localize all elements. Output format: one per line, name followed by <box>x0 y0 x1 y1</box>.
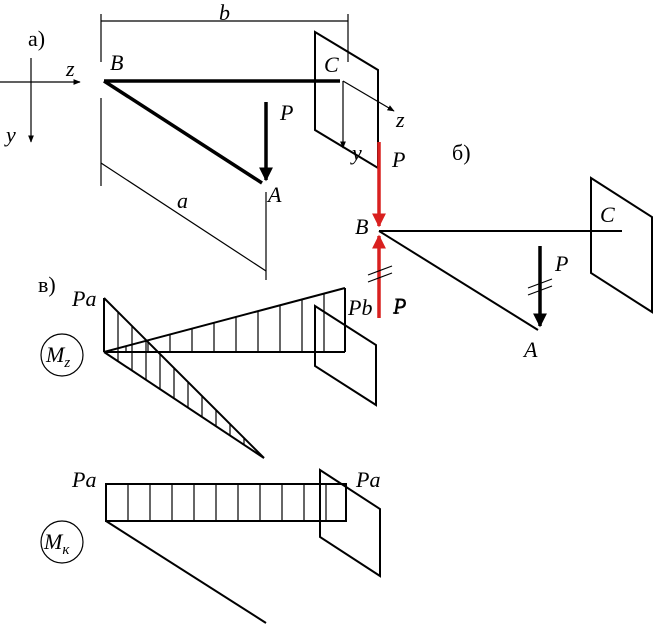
label-a-point-b: A <box>522 337 538 362</box>
mz-pa-boundary <box>103 297 265 459</box>
label-y-c: y <box>350 140 362 165</box>
part-b-diagram <box>367 142 653 331</box>
label-c-point-a: C <box>324 52 339 77</box>
mz-label-circle <box>40 333 84 377</box>
label-a-point-a: A <box>266 182 282 207</box>
label-p-bottom-red: P <box>392 294 406 319</box>
mk-rectangle <box>105 483 347 522</box>
mz-axis-ba <box>103 351 265 459</box>
tick-red-1 <box>367 265 393 276</box>
tick-p-1 <box>527 278 553 289</box>
dim-a-line <box>100 162 267 272</box>
mz-pb-boundary <box>103 287 346 353</box>
label-z-c: z <box>395 107 405 132</box>
wall-c-mz <box>314 304 377 407</box>
label-mz-m: Mz <box>45 342 70 371</box>
label-b-point-a: B <box>110 50 123 75</box>
label-p-top-red: P <box>391 147 405 172</box>
mk-label-circle <box>40 520 84 564</box>
wall-c-mk <box>319 468 381 578</box>
label-p-a: P <box>279 100 293 125</box>
label-pa-mk-left: Pa <box>71 467 96 492</box>
label-c-point-b: C <box>600 202 615 227</box>
mk-axis-ba <box>105 520 267 624</box>
label-pb-mz: Pb <box>347 295 372 320</box>
tick-p-2 <box>527 285 553 296</box>
mk-diagram <box>40 468 381 624</box>
label-b-point-b: B <box>355 214 368 239</box>
label-pa-mk-right: Pa <box>355 467 380 492</box>
beam-ba <box>103 79 263 185</box>
label-p-b: P <box>554 251 568 276</box>
wall-c-b <box>590 176 653 314</box>
mz-hatch-ba <box>117 312 245 444</box>
label-pa-mz: Pa <box>71 286 96 311</box>
tick-red-2 <box>367 272 393 283</box>
label-dim-b: b <box>219 0 230 25</box>
label-p-mz-extra: P <box>392 293 406 318</box>
label-part-a: а) <box>28 26 45 51</box>
label-part-b: б) <box>452 140 471 165</box>
mz-hatch-bc <box>125 294 325 352</box>
label-mk-m: Mк <box>43 529 70 558</box>
z-axis-c <box>342 80 395 112</box>
label-part-v: в) <box>38 272 56 297</box>
label-y-left: y <box>4 122 16 147</box>
mz-diagram <box>40 287 377 459</box>
label-dim-a: a <box>177 188 188 213</box>
mk-hatch <box>127 484 327 521</box>
label-z-left: z <box>65 56 75 81</box>
part-a-diagram <box>0 14 395 280</box>
beam-ba-b <box>378 230 539 331</box>
